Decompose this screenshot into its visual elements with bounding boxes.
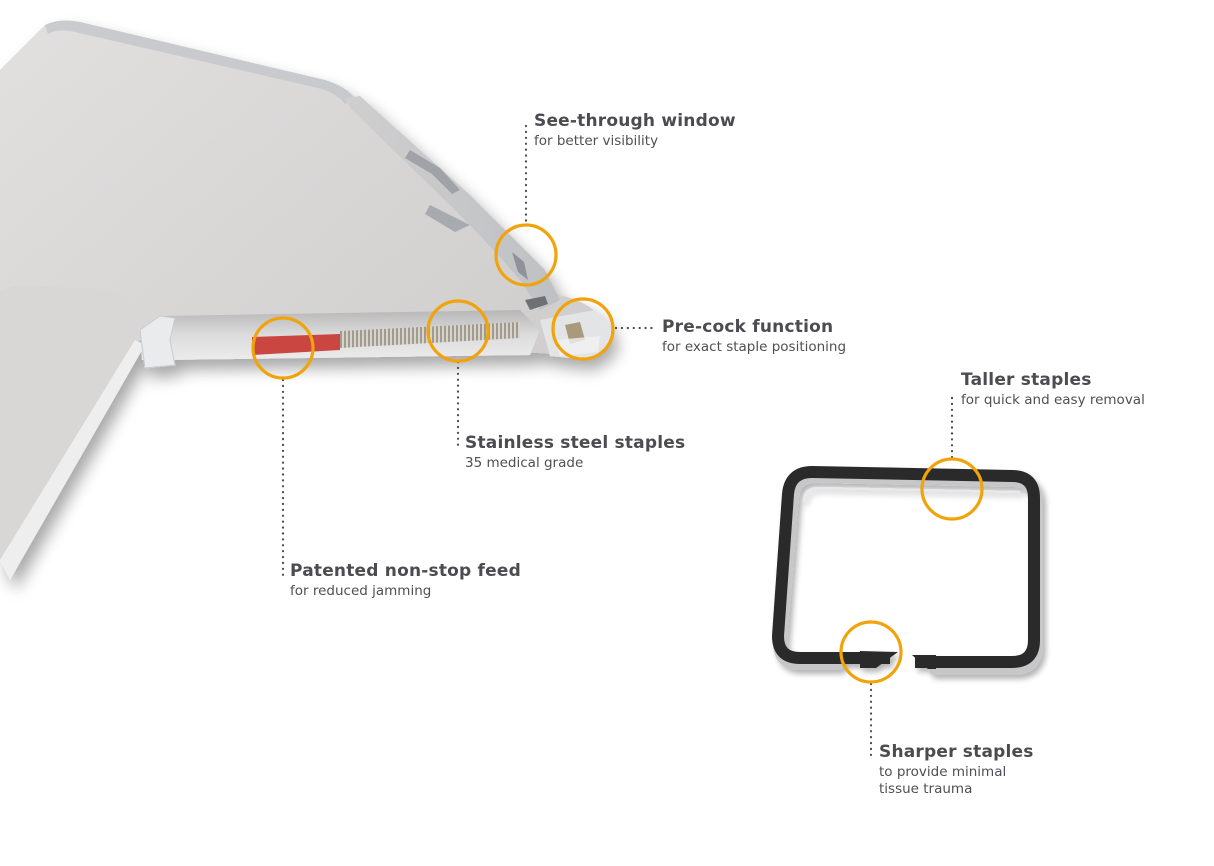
callout-title: Pre-cock function <box>662 317 834 337</box>
highlight-ring-icon <box>251 316 315 380</box>
callout-pre-cock-function: Pre-cock function for exact staple posit… <box>662 317 847 355</box>
callout-subtitle: for better visibility <box>534 132 659 149</box>
highlight-ring-icon <box>920 457 984 521</box>
callout-patented-non-stop-feed: Patented non-stop feed for reduced jammi… <box>290 561 521 599</box>
leader-lines <box>281 124 954 762</box>
callout-stainless-steel-staples: Stainless steel staples 35 medical grade <box>465 433 686 471</box>
callout-title: Sharper staples <box>879 742 1034 762</box>
callout-subtitle: for exact staple positioning <box>662 338 847 355</box>
callout-title: Patented non-stop feed <box>290 561 521 581</box>
callout-subtitle: for quick and easy removal <box>961 391 1145 408</box>
callout-taller-staples: Taller staples for quick and easy remova… <box>961 370 1145 408</box>
callout-subtitle: to provide minimal <box>879 763 1007 780</box>
closed-staple-icon <box>772 466 1043 675</box>
highlight-rings <box>251 223 984 684</box>
highlight-ring-icon <box>494 223 558 287</box>
highlight-ring-icon <box>839 620 903 684</box>
callout-subtitle: 35 medical grade <box>465 454 584 471</box>
callout-sharper-staples: Sharper staples to provide minimal tissu… <box>879 742 1034 798</box>
callout-title: See-through window <box>534 111 736 131</box>
callout-see-through-window: See-through window for better visibility <box>534 111 736 149</box>
callout-subtitle-line2: tissue trauma <box>879 781 973 798</box>
highlight-ring-icon <box>551 297 615 361</box>
callout-title: Taller staples <box>961 370 1092 390</box>
callout-subtitle: for reduced jamming <box>290 582 432 599</box>
highlight-ring-icon <box>426 299 490 363</box>
callout-title: Stainless steel staples <box>465 433 686 453</box>
skin-stapler-icon <box>0 20 611 580</box>
